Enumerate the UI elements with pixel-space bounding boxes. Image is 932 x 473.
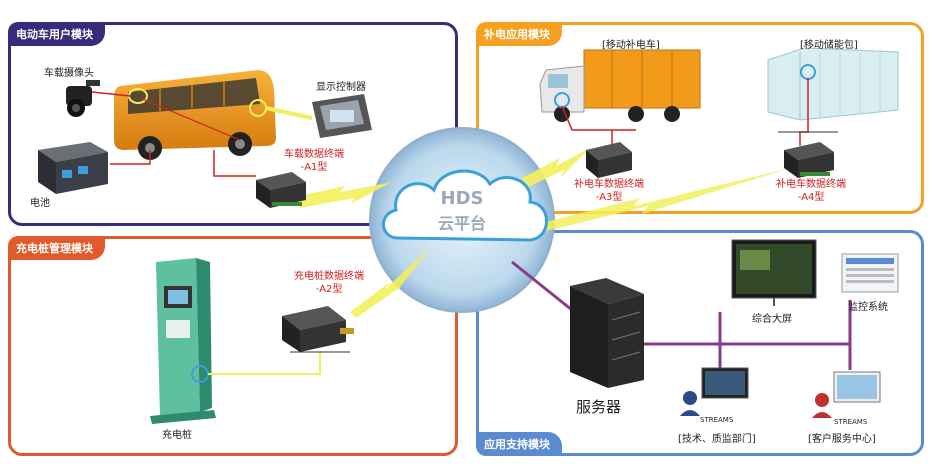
terminal-a2-label: 充电桩数据终端 -A2型 [288,270,370,296]
server-label: 服务器 [576,398,622,416]
display-controller-icon [312,94,372,138]
line-pile-a2 [208,352,321,375]
recharge-module-title: 补电应用模块 [476,22,562,46]
terminal-a2-label-line2: -A2型 [315,284,343,295]
charging-pile-label: 充电桩 [162,430,192,441]
line-camera-bus [91,91,131,97]
tech-workstation-icon [680,367,749,416]
lightning-a3 [522,148,590,188]
lightning-a4 [530,168,790,234]
terminal-a1-label-line2: -A1型 [300,162,328,173]
lightning-a2 [350,248,430,318]
terminal-a4-label-line2: -A4型 [797,192,825,203]
mobile-truck-label: [移动补电车] [602,40,660,51]
cloud-title-hds: HDS [440,188,484,209]
monitor-system-icon [841,253,899,293]
terminal-a2-label-line1: 充电桩数据终端 [294,271,364,282]
big-screen-icon [731,239,817,306]
terminal-a3-label: 补电车数据终端 -A3型 [568,178,650,204]
mobile-storage-pack-icon [767,47,899,121]
display-controller-label: 显示控制器 [316,82,366,93]
line-truck-a3 [561,105,636,131]
monitor-system-label: 监控系统 [848,302,888,313]
terminal-a4-label-line1: 补电车数据终端 [776,179,846,190]
line-bus-a1 [213,150,256,177]
streams-label-service: STREAMS [834,418,868,426]
terminal-a4-label: 补电车数据终端 -A4型 [770,178,852,204]
charging-pile-module-panel: 充电桩管理模块 [8,236,458,456]
charging-pile-module-title: 充电桩管理模块 [8,236,105,260]
battery-icon [38,142,108,194]
big-screen-label: 综合大屏 [752,314,792,325]
server-icon [570,278,644,388]
service-workstation-icon [812,371,881,418]
battery-label: 电池 [30,198,50,209]
mobile-recharge-truck-icon [539,49,701,122]
tech-dept-label: [技术、质监部门] [678,434,756,445]
service-center-label: [客户服务中心] [808,434,876,445]
line-bus-cam-red [139,97,241,141]
car-camera-icon [66,80,100,117]
car-camera-label: 车载摄像头 [44,68,94,79]
terminal-a4-icon [784,142,834,178]
terminal-a1-label-line1: 车载数据终端 [284,149,344,160]
electric-bus-icon [114,70,276,160]
streams-label-tech: STREAMS [700,416,734,424]
charging-pile-icon [150,258,216,424]
app-support-module-title: 应用支持模块 [476,432,562,456]
terminal-a3-label-line1: 补电车数据终端 [574,179,644,190]
terminal-a1-icon [256,172,306,208]
storage-pack-label: [移动储能包] [800,40,858,51]
terminal-a3-icon [586,142,632,178]
cloud-shape [382,169,548,242]
line-server-network [644,312,722,346]
ev-user-module-title: 电动车用户模块 [8,22,105,46]
terminal-a1-label: 车载数据终端 -A1型 [278,148,350,174]
lightning-a1 [300,182,392,208]
line-battery-bus [110,150,151,165]
cloud-title-platform: 云平台 [437,214,486,233]
terminal-a2-icon [282,306,354,352]
terminal-a3-label-line2: -A3型 [595,192,623,203]
line-bus-display [265,106,313,120]
